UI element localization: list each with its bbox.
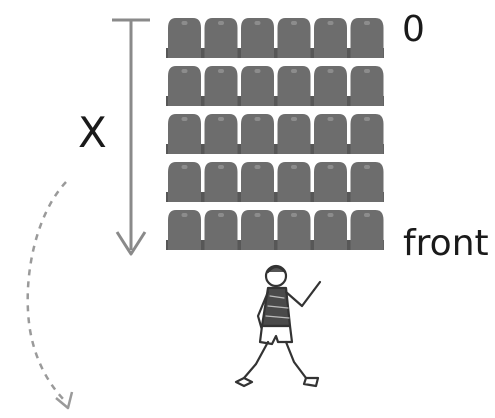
seat-icon — [277, 114, 311, 154]
seat-icon — [277, 210, 311, 250]
front-row-label: front — [403, 223, 489, 264]
seat-icon — [241, 114, 274, 154]
seat-highlight — [254, 69, 261, 73]
seat-icon — [204, 162, 238, 202]
dashed-path-arrow — [26, 181, 74, 410]
seat-row — [166, 114, 384, 154]
seat-highlight — [218, 165, 224, 169]
seat-icon — [314, 66, 347, 106]
seat-icon — [350, 66, 384, 106]
seat-icon — [350, 162, 384, 202]
seat-highlight — [291, 69, 297, 73]
seat-icon — [350, 18, 384, 58]
seat-highlight — [181, 165, 188, 169]
seat-icon — [168, 162, 201, 202]
seat-icon — [241, 162, 274, 202]
seat-highlight — [218, 117, 224, 121]
seat-icon — [314, 18, 347, 58]
seat-icon — [204, 210, 238, 250]
seat-icon — [168, 210, 201, 250]
seat-highlight — [364, 213, 370, 217]
seat-highlight — [327, 213, 334, 217]
seat-icon — [350, 210, 384, 250]
seat-icon — [168, 114, 201, 154]
seat-highlight — [181, 69, 188, 73]
seat-highlight — [364, 21, 370, 25]
distance-x-label: X — [78, 108, 107, 157]
seat-highlight — [181, 117, 188, 121]
seat-icon — [204, 66, 238, 106]
seat-highlight — [218, 69, 224, 73]
seat-highlight — [364, 165, 370, 169]
seat-highlight — [254, 117, 261, 121]
seat-icon — [350, 114, 384, 154]
seat-highlight — [364, 69, 370, 73]
seat-highlight — [327, 69, 334, 73]
seat-icon — [241, 210, 274, 250]
seat-row — [166, 18, 384, 58]
seat-highlight — [291, 213, 297, 217]
seat-icon — [241, 66, 274, 106]
seat-icon — [204, 18, 238, 58]
row-zero-label: 0 — [402, 9, 425, 50]
seat-highlight — [291, 21, 297, 25]
seat-icon — [168, 18, 201, 58]
seat-icon — [204, 114, 238, 154]
seat-row — [166, 66, 384, 106]
seat-icon — [241, 18, 274, 58]
walking-person-icon — [234, 264, 322, 388]
seat-icon — [168, 66, 201, 106]
seat-icon — [314, 162, 347, 202]
seat-highlight — [218, 213, 224, 217]
seat-highlight — [181, 21, 188, 25]
seat-icon — [277, 18, 311, 58]
seat-highlight — [181, 213, 188, 217]
seat-highlight — [291, 117, 297, 121]
seat-icon — [314, 114, 347, 154]
seat-icon — [277, 162, 311, 202]
seat-highlight — [254, 213, 261, 217]
seat-highlight — [327, 117, 334, 121]
seat-row — [166, 162, 384, 202]
seat-highlight — [327, 165, 334, 169]
seat-highlight — [327, 21, 334, 25]
seat-highlight — [218, 21, 224, 25]
seat-icon — [314, 210, 347, 250]
seat-highlight — [291, 165, 297, 169]
seat-highlight — [254, 21, 261, 25]
distance-arrow — [112, 18, 150, 256]
seat-highlight — [254, 165, 261, 169]
seat-icon — [277, 66, 311, 106]
seat-row — [166, 210, 384, 250]
seat-highlight — [364, 117, 370, 121]
seating-block — [166, 18, 384, 250]
